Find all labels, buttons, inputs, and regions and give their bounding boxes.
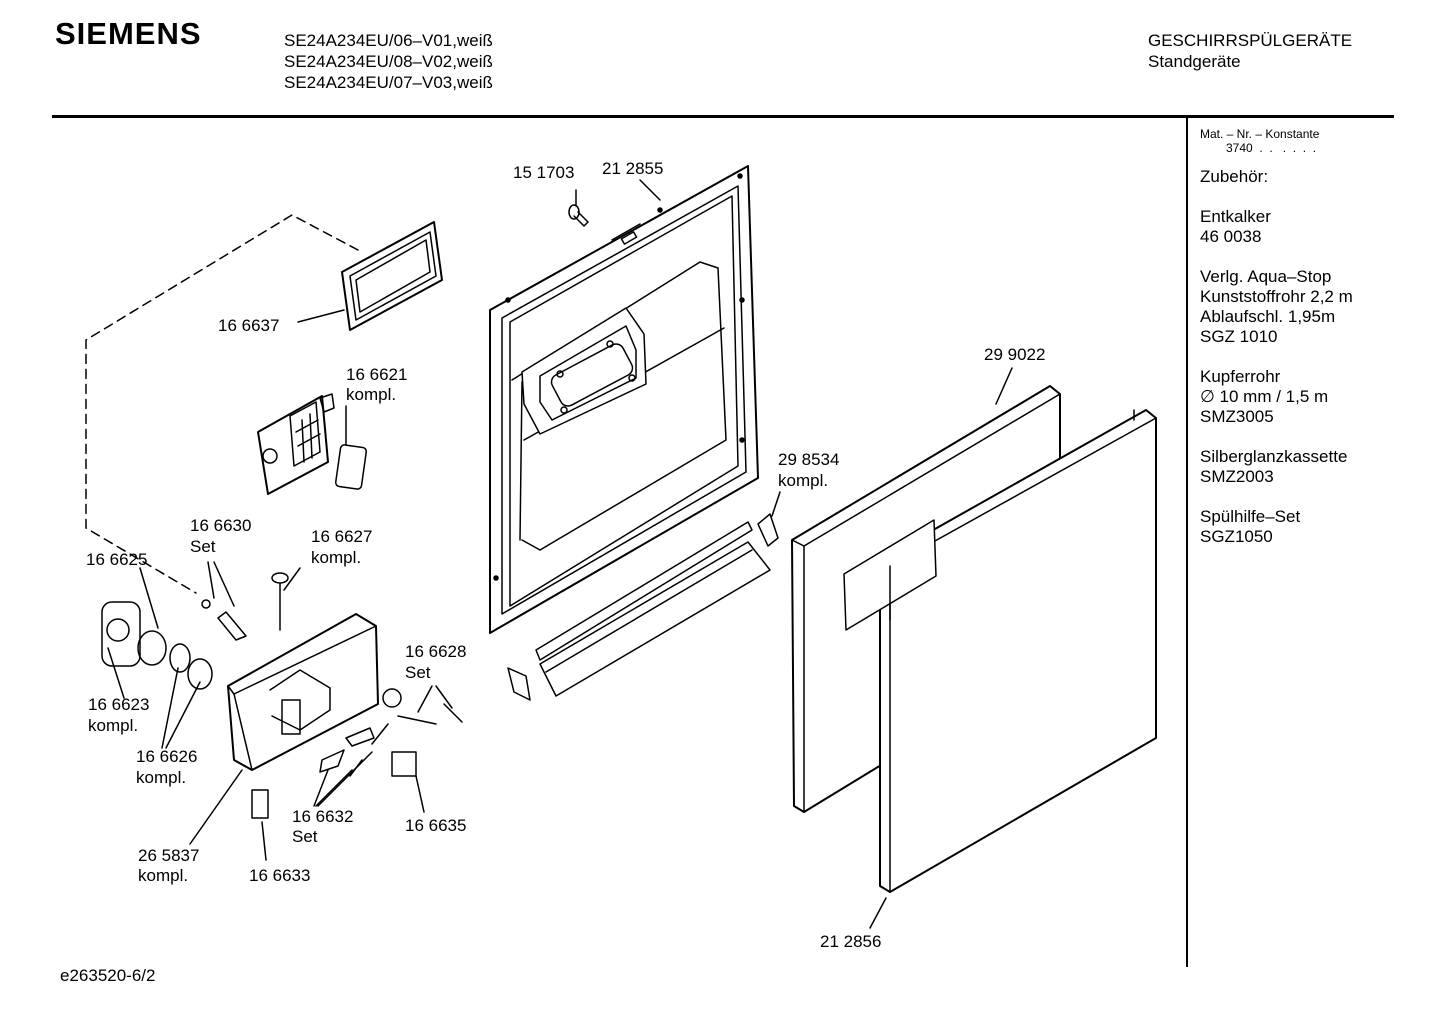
dispenser-housing: [227, 613, 379, 771]
accessory-group: Spülhilfe–Set SGZ1050: [1200, 507, 1390, 547]
accessory-group: Verlg. Aqua–Stop Kunststoffrohr 2,2 m Ab…: [1200, 267, 1390, 347]
door-decor-panel: [843, 409, 1157, 893]
part-number: 16 6623: [88, 695, 149, 714]
float-ring: [106, 618, 130, 642]
exploded-parts-diagram: 15 1703 21 2855 16 6637 16 6621 kompl. 2…: [85, 159, 1157, 951]
part-number: 16 6630: [190, 516, 251, 535]
part-number: 16 6627: [311, 527, 372, 546]
dispenser-cover: [257, 393, 335, 495]
part-number: 16 6637: [218, 316, 279, 335]
float-cover: [101, 601, 141, 667]
accessory-line: SMZ2003: [1200, 467, 1274, 486]
latch-rod: [371, 723, 389, 745]
o-ring: [187, 658, 213, 690]
accessories-title: Zubehör:: [1200, 167, 1269, 186]
model-line: SE24A234EU/06–V01,weiß: [284, 31, 493, 50]
accessory-line: Entkalker: [1200, 207, 1271, 226]
lever: [217, 611, 247, 641]
accessory-group: Silberglanzkassette SMZ2003: [1200, 447, 1390, 487]
part-number: 16 6626: [136, 747, 197, 766]
part-number: 16 6628: [405, 642, 466, 661]
part-note: kompl.: [88, 716, 138, 735]
part-number: 26 5837: [138, 846, 199, 865]
clip: [251, 789, 269, 819]
latch: [345, 727, 375, 747]
accessory-group: Kupferrohr ∅ 10 mm / 1,5 m SMZ3005: [1200, 367, 1390, 427]
category-subtitle: Standgeräte: [1148, 52, 1241, 71]
part-note: Set: [190, 537, 216, 556]
sidebar-divider: [1186, 117, 1188, 967]
accessory-line: SGZ1050: [1200, 527, 1273, 546]
label-card: [334, 444, 368, 490]
latch-part: [319, 749, 345, 773]
model-line: SE24A234EU/08–V02,weiß: [284, 52, 493, 71]
part-number: 16 6625: [86, 550, 147, 569]
ball: [382, 688, 402, 708]
spring-coil: [443, 703, 463, 723]
part-note: kompl.: [136, 768, 186, 787]
mat-number-value: 3740 . . . . . .: [1226, 141, 1317, 155]
brand-logo: SIEMENS: [55, 16, 202, 51]
accessory-line: ∅ 10 mm / 1,5 m: [1200, 387, 1329, 406]
sleeve: [169, 643, 191, 673]
part-number: 16 6621: [346, 365, 407, 384]
part-number: 29 8534: [778, 450, 839, 469]
part-number: 21 2856: [820, 932, 881, 951]
mat-number-label: Mat. – Nr. – Konstante: [1200, 127, 1320, 141]
leader-lines: [107, 179, 1013, 929]
part-number: 16 6635: [405, 816, 466, 835]
small-components: [101, 572, 463, 819]
spring: [201, 599, 211, 609]
detergent-frame: [341, 221, 443, 331]
part-number: 16 6632: [292, 807, 353, 826]
part-note: kompl.: [311, 548, 361, 567]
part-note: Set: [405, 663, 431, 682]
accessory-line: Spülhilfe–Set: [1200, 507, 1301, 526]
accessory-line: Ablaufschl. 1,95m: [1200, 307, 1336, 326]
header-divider: [52, 115, 1394, 118]
hinge-bracket: [757, 513, 779, 547]
part-note: kompl.: [138, 866, 188, 885]
model-list: SE24A234EU/06–V01,weiß SE24A234EU/08–V02…: [284, 30, 493, 93]
part-number: 16 6633: [249, 866, 310, 885]
switch: [391, 751, 417, 777]
hinge-rails: [507, 521, 771, 701]
category-title: GESCHIRRSPÜLGERÄTE: [1148, 31, 1353, 50]
accessory-line: Kunststoffrohr 2,2 m: [1200, 287, 1353, 306]
part-number: 29 9022: [984, 345, 1045, 364]
accessory-line: SGZ 1010: [1200, 327, 1278, 346]
model-line: SE24A234EU/07–V03,weiß: [284, 73, 493, 92]
part-note: kompl.: [346, 385, 396, 404]
accessory-group: Entkalker 46 0038: [1200, 207, 1390, 247]
category-block: GESCHIRRSPÜLGERÄTE Standgeräte: [1148, 30, 1352, 72]
accessory-line: Kupferrohr: [1200, 367, 1281, 386]
seal-ring: [137, 630, 167, 666]
accessory-line: Verlg. Aqua–Stop: [1200, 267, 1332, 286]
part-note: Set: [292, 827, 318, 846]
accessory-line: Silberglanzkassette: [1200, 447, 1348, 466]
assembly-guide-line: [85, 214, 359, 594]
pin: [397, 715, 437, 725]
accessory-line: SMZ3005: [1200, 407, 1274, 426]
screw: [568, 204, 589, 227]
accessory-line: 46 0038: [1200, 227, 1262, 246]
part-number: 21 2855: [602, 159, 663, 178]
part-number: 15 1703: [513, 163, 574, 182]
inner-door-panel: [489, 165, 759, 634]
accessories-sidebar: Mat. – Nr. – Konstante 3740 . . . . . . …: [1200, 127, 1390, 547]
part-note: kompl.: [778, 471, 828, 490]
drawing-code: e263520-6/2: [60, 966, 156, 985]
valve-cap: [271, 572, 289, 584]
part-labels: 15 1703 21 2855 16 6637 16 6621 kompl. 2…: [86, 159, 1045, 951]
